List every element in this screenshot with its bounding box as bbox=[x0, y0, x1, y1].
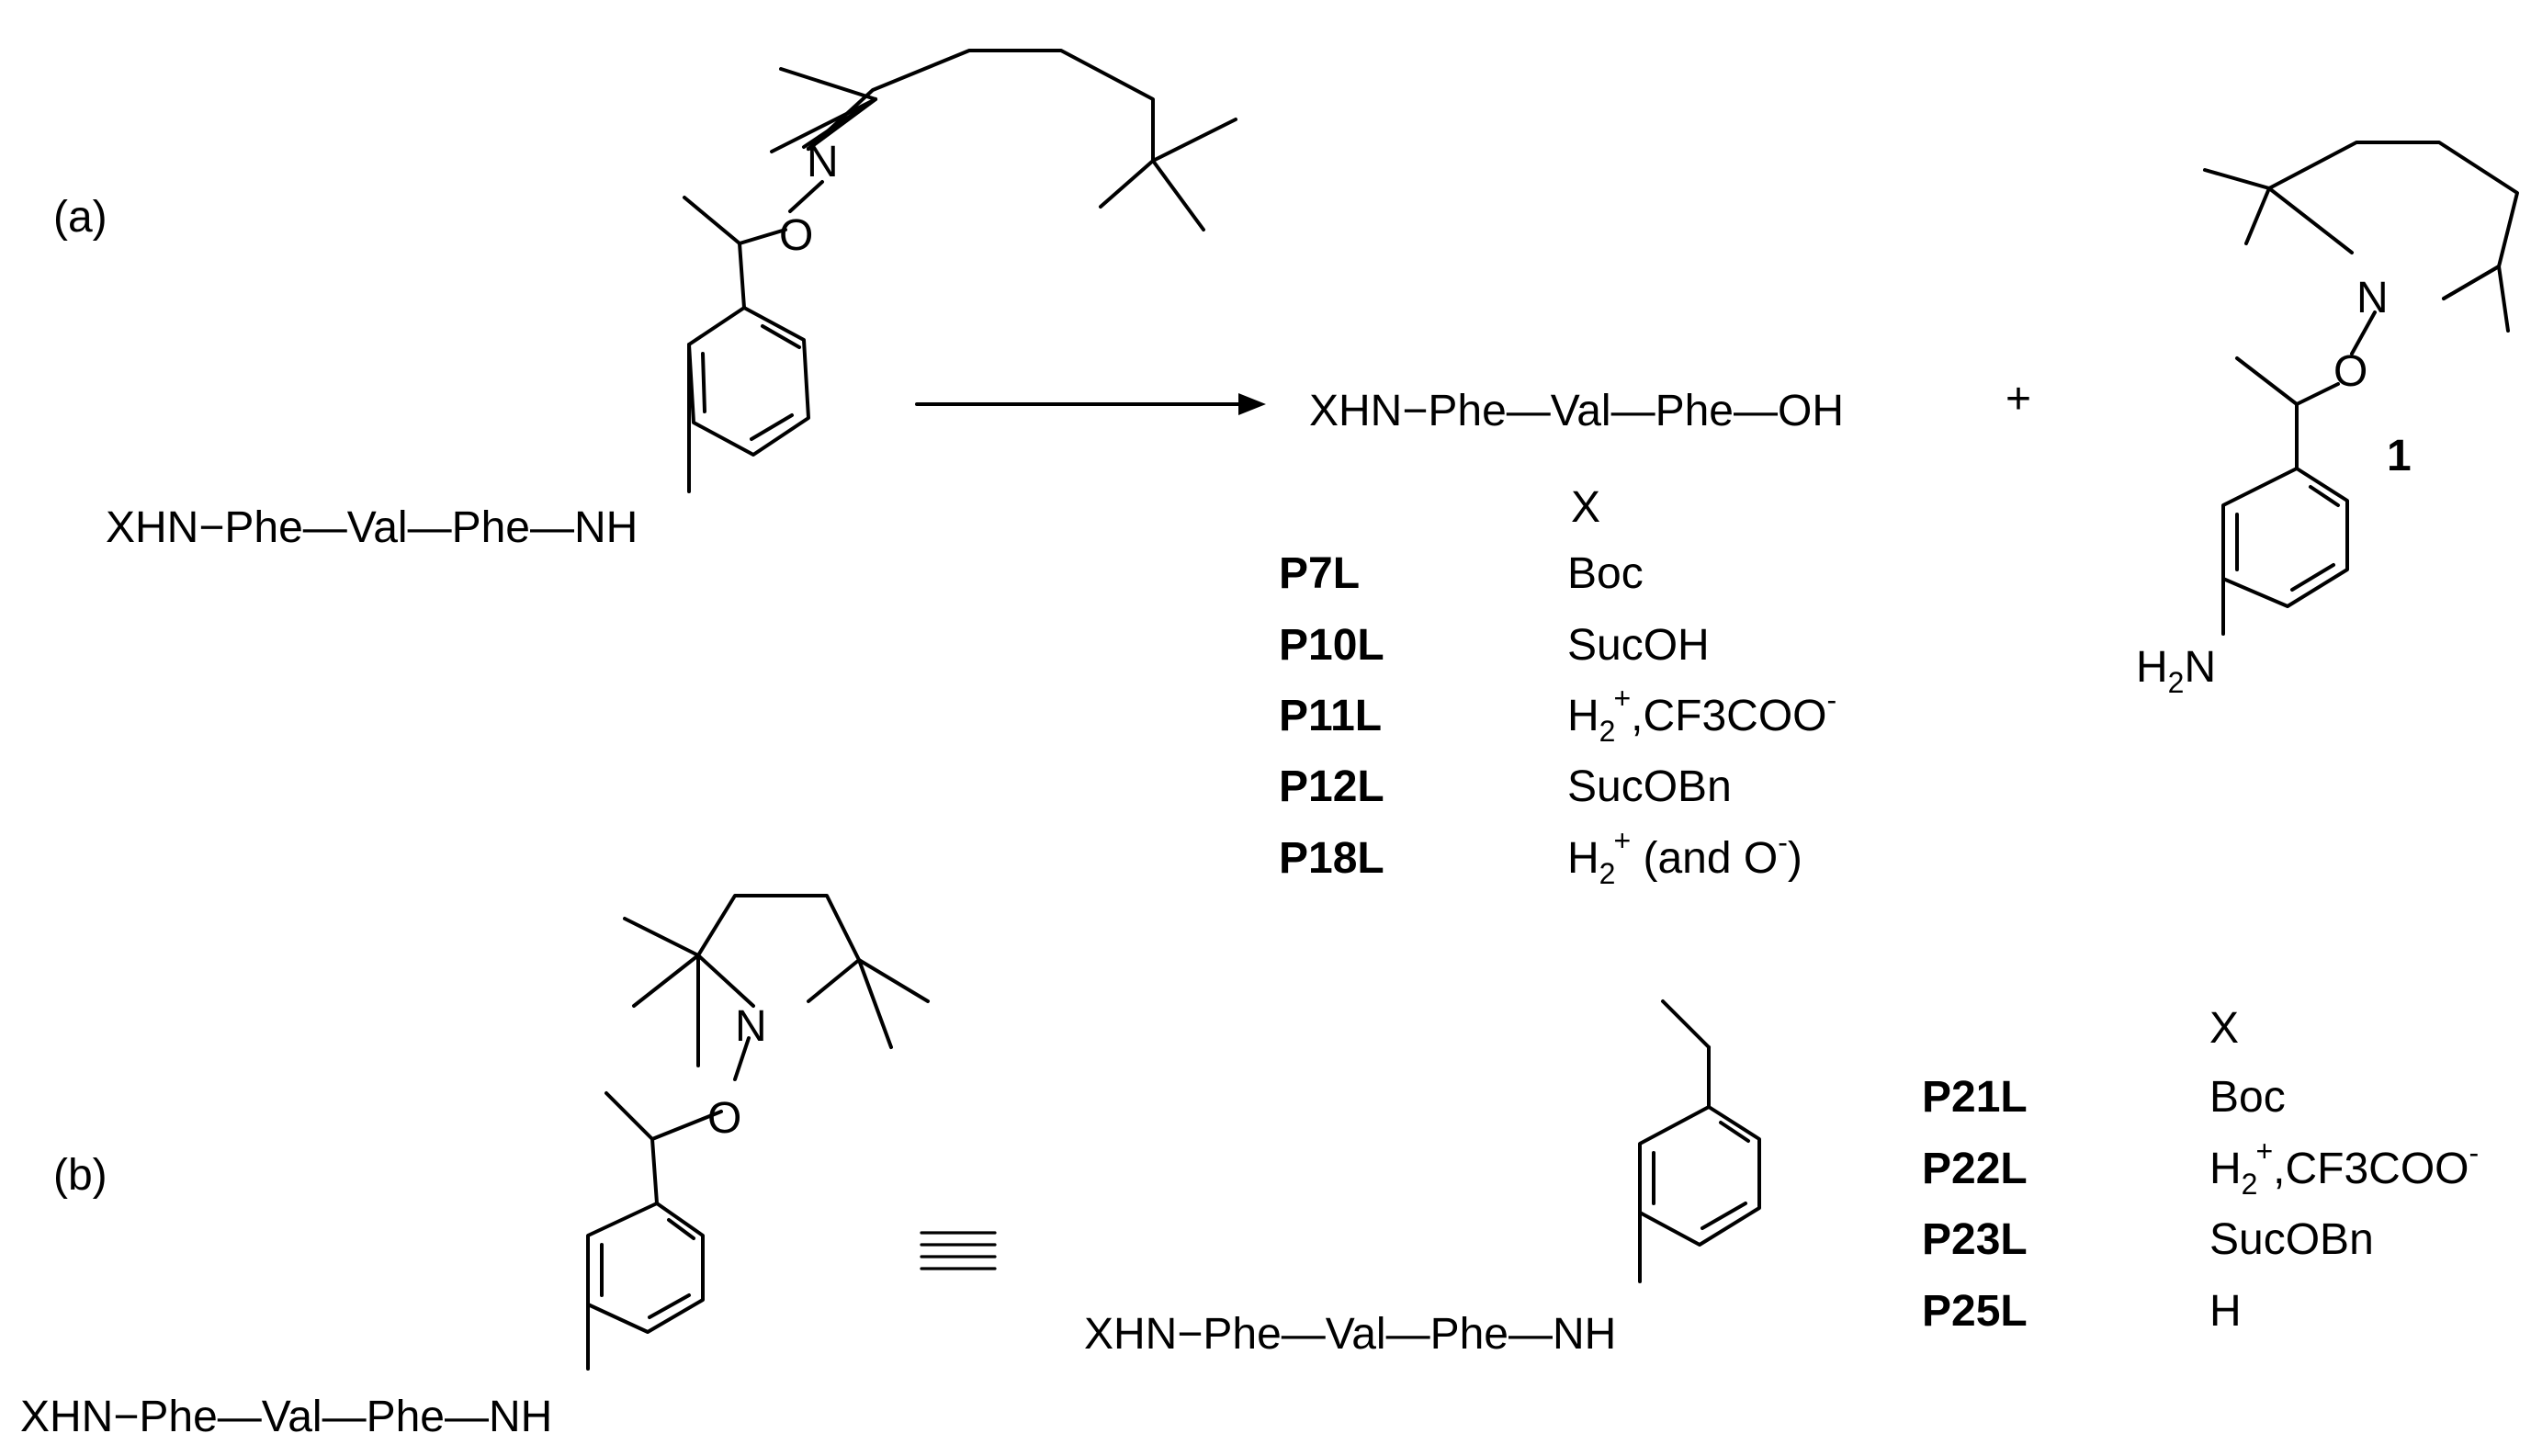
reaction-arrow bbox=[915, 393, 1266, 415]
byproduct-1-structure bbox=[2203, 141, 2519, 636]
table-b-header: X bbox=[2209, 1004, 2239, 1053]
table-a-row-id: P12L bbox=[1279, 762, 1384, 811]
table-b-row-x: SucOBn bbox=[2209, 1215, 2374, 1264]
byproduct-1-amine: H2N bbox=[2136, 643, 2216, 699]
reactant-a-O: O bbox=[779, 211, 813, 260]
reactant-a-chain: XHN−Phe—Val—Phe—NH bbox=[106, 503, 638, 552]
panel-b: (b) N O XHN−Phe—Val—Phe—NH bbox=[20, 894, 2479, 1441]
panel-b-label: (b) bbox=[53, 1151, 107, 1200]
reactant-a-structure bbox=[683, 49, 1237, 493]
simplified-chain: XHN−Phe—Val—Phe—NH bbox=[1084, 1310, 1616, 1359]
reactant-a-N: N bbox=[807, 138, 839, 186]
table-b-row-id: P21L bbox=[1922, 1073, 2028, 1122]
reactant-b-N: N bbox=[735, 1002, 767, 1051]
table-a-row-id: P18L bbox=[1279, 834, 1384, 883]
reactant-b-chain: XHN−Phe—Val—Phe—NH bbox=[20, 1393, 552, 1441]
table-a-row-x: Boc bbox=[1567, 549, 1644, 598]
byproduct-1-N: N bbox=[2356, 274, 2389, 322]
reactant-b-structure bbox=[586, 894, 930, 1371]
compound-number-1: 1 bbox=[2387, 432, 2412, 480]
table-b-row-x: H2+,CF3COO- bbox=[2209, 1134, 2479, 1201]
table-a-header: X bbox=[1571, 483, 1600, 532]
simplified-structure bbox=[1638, 999, 1761, 1283]
table-b: X P21L Boc P22L H2+,CF3COO- P23L SucOBn … bbox=[1922, 1004, 2479, 1336]
panel-a-label: (a) bbox=[53, 193, 107, 242]
equivalence-icon bbox=[920, 1231, 997, 1270]
table-a-row-id: P7L bbox=[1279, 549, 1360, 598]
table-a: X P7L Boc P10L SucOH P11L H2+,CF3COO- P1… bbox=[1279, 483, 1836, 890]
table-a-row-x: H2+,CF3COO- bbox=[1567, 682, 1836, 748]
table-a-row-x: H2+ (and O-) bbox=[1567, 824, 1802, 890]
table-b-row-id: P23L bbox=[1922, 1215, 2028, 1264]
product-chain: XHN−Phe—Val—Phe—OH bbox=[1309, 387, 1844, 435]
table-a-row-id: P10L bbox=[1279, 621, 1384, 670]
plus-sign: + bbox=[2006, 375, 2031, 423]
table-a-row-x: SucOH bbox=[1567, 621, 1710, 670]
table-a-row-id: P11L bbox=[1279, 692, 1382, 740]
byproduct-1-O: O bbox=[2333, 347, 2367, 396]
table-b-row-x: H bbox=[2209, 1287, 2242, 1336]
table-b-row-id: P22L bbox=[1922, 1145, 2028, 1193]
panel-a: (a) bbox=[53, 49, 2519, 890]
table-b-row-x: Boc bbox=[2209, 1073, 2286, 1122]
table-a-row-x: SucOBn bbox=[1567, 762, 1732, 811]
table-b-row-id: P25L bbox=[1922, 1287, 2028, 1336]
reactant-b-O: O bbox=[707, 1094, 741, 1143]
